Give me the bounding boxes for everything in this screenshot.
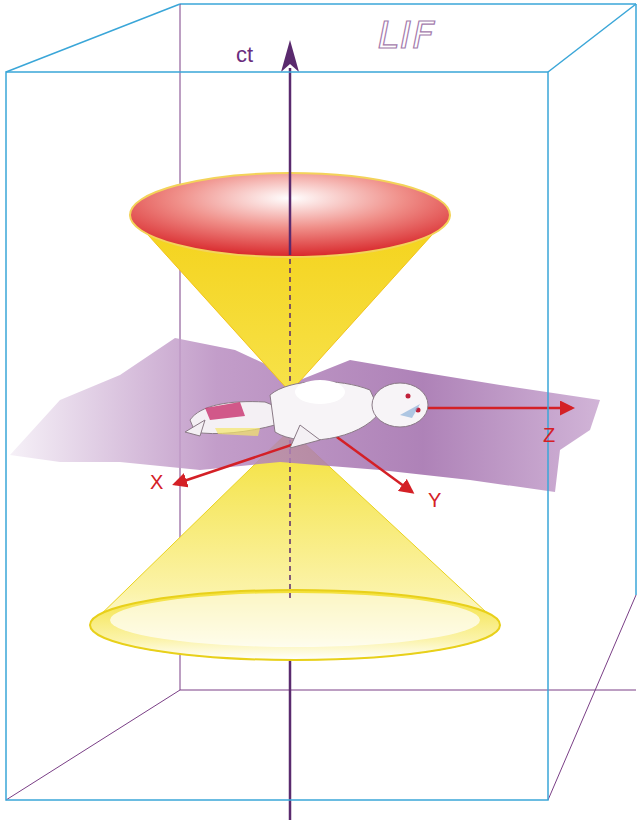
ct-arrowhead bbox=[281, 40, 299, 72]
ct-axis bbox=[289, 68, 292, 255]
frame-label: LIF bbox=[378, 16, 435, 54]
axis-label: Y bbox=[428, 490, 441, 510]
axis-label: X bbox=[150, 472, 163, 492]
lying-person bbox=[185, 380, 428, 448]
axis-label: ct bbox=[236, 44, 253, 66]
axis-label: Z bbox=[543, 425, 555, 445]
ct-axis-hidden bbox=[289, 255, 291, 390]
ct-axis-hidden bbox=[289, 440, 291, 600]
box-back-thin bbox=[6, 4, 636, 800]
box-front bbox=[6, 4, 636, 800]
